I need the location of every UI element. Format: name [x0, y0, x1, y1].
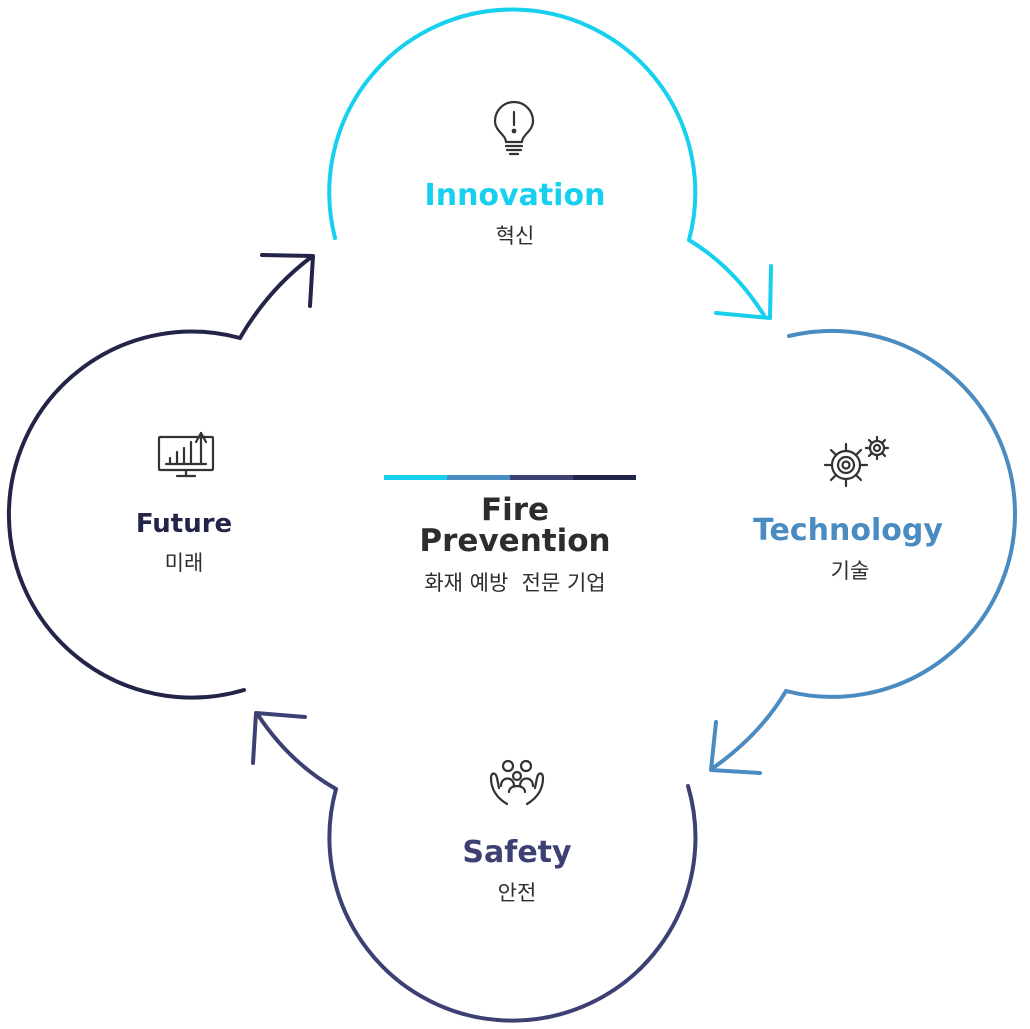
gears-icon [823, 435, 890, 488]
future-arrow-tail [238, 256, 312, 340]
technology-label-ko: 기술 [831, 559, 870, 583]
safety-arrow-head [251, 711, 307, 765]
innovation-label-ko: 혁신 [496, 224, 535, 248]
safety-arrow-tail [256, 713, 338, 791]
center-color-bar [384, 475, 636, 480]
innovation-label: Innovation [425, 178, 606, 213]
center-bar-segment [573, 475, 636, 480]
safety-label-ko: 안전 [498, 881, 537, 905]
center-bar-segment [447, 475, 510, 480]
technology-arc [709, 328, 1017, 775]
safety-label: Safety [462, 835, 572, 870]
innovation-arc [327, 7, 773, 320]
future-arc [6, 253, 315, 700]
safety-arc [251, 711, 698, 1023]
innovation-circle [327, 7, 698, 242]
technology-arrow-head [709, 720, 762, 775]
center-title-line2: Prevention [419, 523, 610, 559]
technology-label: Technology [753, 513, 943, 548]
growth-chart-icon [157, 431, 215, 478]
technology-arrow-tail [711, 689, 788, 770]
future-circle [6, 329, 246, 700]
innovation-arrow-tail [687, 238, 767, 319]
center-bar-segment [384, 475, 447, 480]
technology-circle [784, 328, 1017, 699]
center-title-line1: Fire [481, 492, 549, 528]
future-label: Future [136, 509, 232, 539]
lightbulb-icon [493, 100, 535, 156]
safety-circle [327, 784, 698, 1023]
innovation-arrow-head [714, 264, 773, 320]
center-bar-segment [510, 475, 573, 480]
center-subtitle: 화재 예방 전문 기업 [424, 571, 605, 595]
future-label-ko: 미래 [165, 551, 204, 575]
future-arrow-head [260, 253, 315, 308]
people-care-icon [489, 759, 545, 806]
